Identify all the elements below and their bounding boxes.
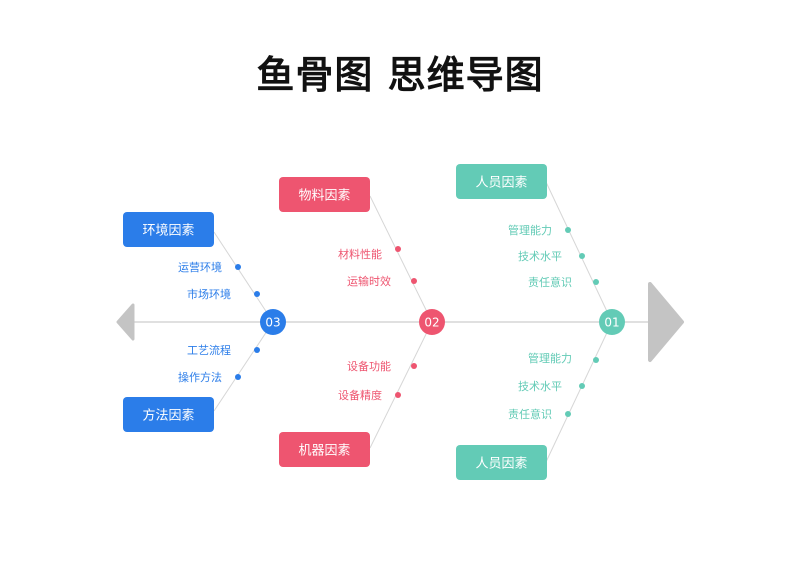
item-label: 责任意识 — [528, 275, 572, 289]
item-dot — [593, 357, 599, 363]
fish-head-icon — [648, 282, 684, 362]
category-label-material: 物料因素 — [298, 189, 350, 204]
category-box-method: 方法因素 — [123, 397, 214, 432]
item-dot — [411, 278, 417, 284]
item-dot — [565, 411, 571, 417]
item-label: 材料性能 — [338, 247, 382, 261]
category-box-machine: 机器因素 — [279, 432, 370, 467]
item-dot — [593, 279, 599, 285]
category-box-material: 物料因素 — [279, 177, 370, 212]
item-label: 责任意识 — [508, 407, 552, 421]
item-label: 工艺流程 — [187, 343, 231, 357]
node-01-label: 01 — [604, 316, 619, 330]
item-dot — [395, 246, 401, 252]
bone-method — [213, 321, 274, 412]
item-label: 运营环境 — [178, 260, 222, 274]
item-label: 市场环境 — [187, 287, 231, 301]
item-dot — [411, 363, 417, 369]
item-dot — [579, 383, 585, 389]
bone-people-bottom — [545, 321, 613, 463]
node-03: 03 — [260, 309, 286, 335]
category-box-people-bottom: 人员因素 — [456, 445, 547, 480]
item-dot — [254, 347, 260, 353]
item-dot — [579, 253, 585, 259]
category-label-machine: 机器因素 — [298, 444, 350, 459]
bone-material — [369, 195, 433, 323]
item-label: 运输时效 — [347, 274, 391, 288]
category-label-method: 方法因素 — [142, 408, 194, 424]
item-label: 操作方法 — [178, 370, 222, 384]
category-box-env: 环境因素 — [123, 212, 214, 247]
item-dot — [254, 291, 260, 297]
item-label: 管理能力 — [528, 351, 572, 365]
bone-env — [213, 231, 274, 323]
item-label: 设备功能 — [347, 359, 391, 373]
item-label: 设备精度 — [338, 388, 382, 402]
category-label-env: 环境因素 — [142, 224, 194, 239]
item-dot — [235, 264, 241, 270]
bone-people-top — [545, 181, 613, 323]
node-03-label: 03 — [265, 316, 280, 330]
node-01: 01 — [599, 309, 625, 335]
category-label-people-top: 人员因素 — [475, 176, 527, 191]
item-dot — [235, 374, 241, 380]
diagram-title: 鱼骨图 思维导图 — [256, 53, 544, 97]
item-dot — [565, 227, 571, 233]
item-label: 技术水平 — [518, 380, 562, 393]
category-box-people-top: 人员因素 — [456, 164, 547, 199]
item-label: 技术水平 — [518, 250, 562, 263]
node-02-label: 02 — [424, 316, 439, 330]
item-label: 管理能力 — [508, 223, 552, 237]
node-02: 02 — [419, 309, 445, 335]
fish-tail-icon — [116, 303, 135, 341]
category-label-people-bottom: 人员因素 — [475, 457, 527, 472]
bone-machine — [369, 321, 433, 449]
item-dot — [395, 392, 401, 398]
